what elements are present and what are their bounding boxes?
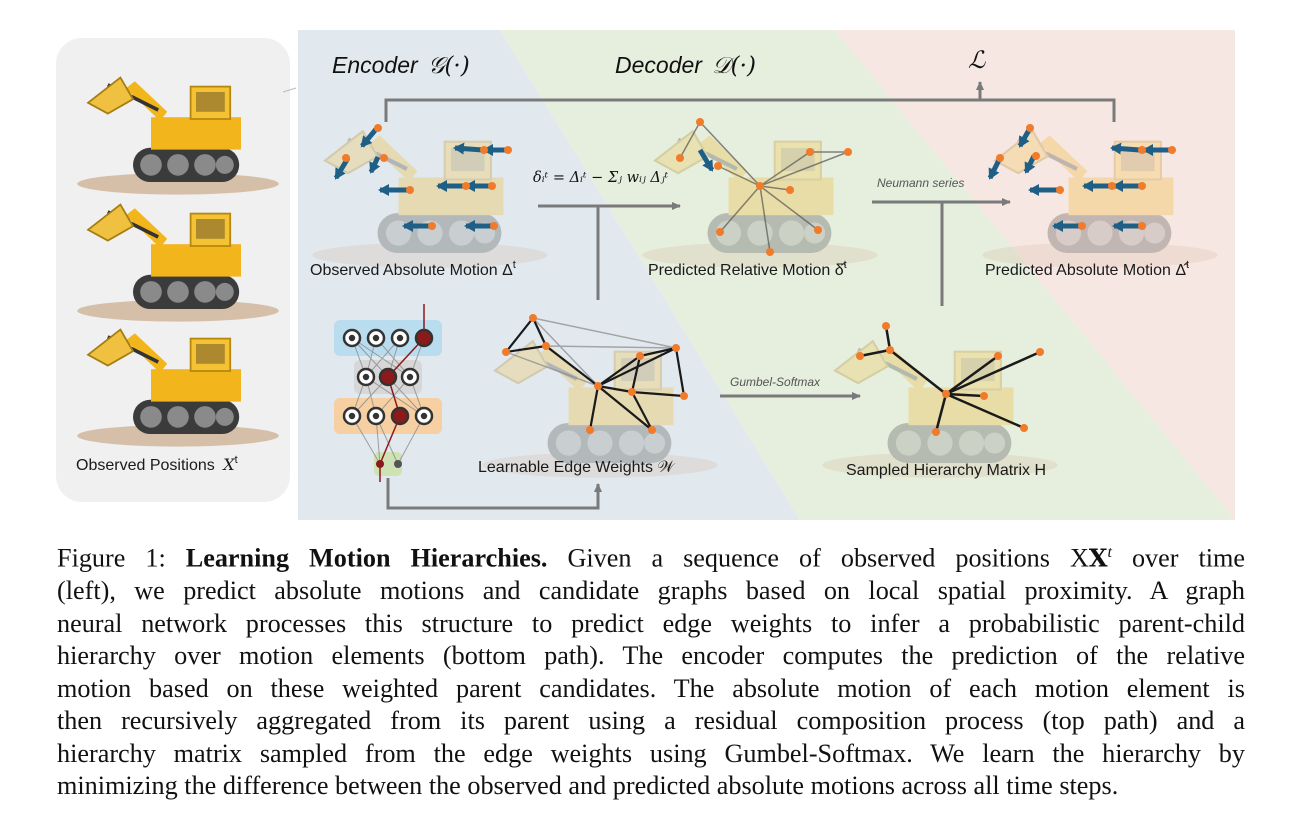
observed-positions-panel: Observed Positions Xt [56, 38, 297, 502]
decoder-header: Decoder 𝒟(·) [615, 52, 756, 79]
caption-line: Figure 1: Learning Motion Hierarchies. G… [57, 543, 1246, 573]
caption-line: motion based on these weighted parent ca… [57, 673, 1245, 703]
sampled-hierarchy-label: Sampled Hierarchy Matrix H [846, 462, 1046, 479]
flow-arrows [386, 198, 1011, 510]
motion-arrows [333, 126, 507, 232]
loss-symbol: ℒ [968, 46, 986, 74]
relative-motion-equation: δᵢᵗ = Δᵢᵗ − Σⱼ wᵢⱼ Δⱼᵗ [533, 170, 669, 186]
predicted-relative-motion-panel: Predicted Relative Motion δ̂t [642, 118, 877, 279]
graph-neural-network [334, 304, 442, 482]
predicted-absolute-motion-label: Predicted Absolute Motion Δ̂t [985, 259, 1189, 279]
learnable-edge-weights-label: Learnable Edge Weights 𝒲 [478, 459, 675, 476]
predicted-absolute-motion-panel: Predicted Absolute Motion Δ̂t [982, 124, 1217, 279]
observed-positions-label: Observed Positions Xt [76, 454, 238, 474]
figure-caption: Figure 1: Learning Motion Hierarchies. G… [57, 537, 1245, 803]
observed-absolute-motion-label: Observed Absolute Motion Δt [310, 259, 516, 279]
observed-absolute-motion-panel: Observed Absolute Motion Δt [310, 124, 548, 279]
neumann-series-label: Neumann series [877, 176, 964, 190]
caption-line: then recursively aggregated from its par… [57, 706, 1245, 736]
loss-connector [384, 81, 1116, 122]
caption-line: neural network processes this structure … [57, 608, 1245, 638]
joint-nodes [342, 124, 512, 230]
predicted-relative-motion-label: Predicted Relative Motion δ̂t [648, 259, 847, 279]
caption-line: hierarchy over motion elements (bottom p… [57, 641, 1245, 671]
encoder-header: Encoder 𝒢(·) [332, 52, 470, 79]
learnable-edge-weights-panel: Learnable Edge Weights 𝒲 [478, 314, 718, 478]
caption-line: minimizing the difference between the ob… [57, 771, 1119, 801]
caption-line: hierarchy matrix sampled from the edge w… [57, 738, 1245, 768]
gumbel-softmax-label: Gumbel-Softmax [730, 375, 821, 389]
caption-line: (left), we predict absolute motions and … [57, 576, 1245, 606]
method-figure: Observed Positions Xt Encoder 𝒢(·) Decod… [56, 30, 1235, 520]
sampled-hierarchy-panel: Sampled Hierarchy Matrix H [822, 322, 1057, 479]
